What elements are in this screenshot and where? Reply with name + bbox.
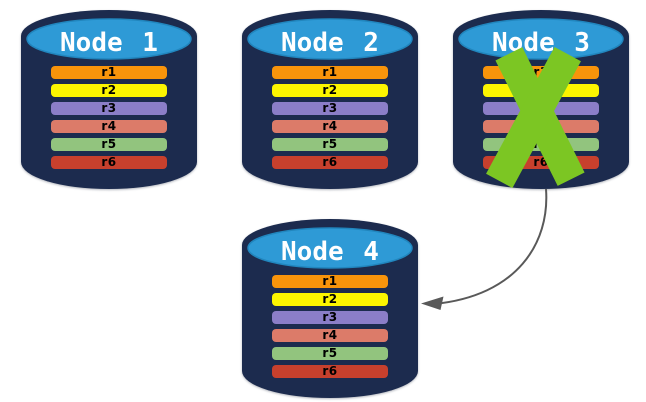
node-2-row-r6: r6 [272, 156, 388, 169]
node-1-title: Node 1 [60, 28, 158, 58]
node-2-title: Node 2 [281, 28, 379, 58]
node-4-rows: r1 r2 r3 r4 r5 r6 [272, 275, 388, 383]
failure-x-icon [486, 47, 585, 188]
node-2-row-r3: r3 [272, 102, 388, 115]
node-4: Node 4 r1 r2 r3 r4 r5 r6 [241, 214, 419, 402]
node-2-row-r4: r4 [272, 120, 388, 133]
node-1-row-r4: r4 [51, 120, 167, 133]
node-2-row-r2: r2 [272, 84, 388, 97]
node-2-row-r1: r1 [272, 66, 388, 79]
node-1-row-r5: r5 [51, 138, 167, 151]
node-1-rows: r1 r2 r3 r4 r5 r6 [51, 66, 167, 174]
node-2-row-r5: r5 [272, 138, 388, 151]
node-4-title: Node 4 [281, 237, 379, 267]
node-4-row-r3: r3 [272, 311, 388, 324]
node-1-row-r6: r6 [51, 156, 167, 169]
node-4-row-r6: r6 [272, 365, 388, 378]
node-4-row-r2: r2 [272, 293, 388, 306]
node-1-row-r3: r3 [51, 102, 167, 115]
node-1: Node 1 r1 r2 r3 r4 r5 r6 [20, 5, 198, 193]
node-4-row-r5: r5 [272, 347, 388, 360]
failover-arrow [421, 188, 548, 310]
node-1-row-r2: r2 [51, 84, 167, 97]
node-1-row-r1: r1 [51, 66, 167, 79]
node-2: Node 2 r1 r2 r3 r4 r5 r6 [241, 5, 419, 193]
node-4-row-r1: r1 [272, 275, 388, 288]
node-4-row-r4: r4 [272, 329, 388, 342]
node-2-rows: r1 r2 r3 r4 r5 r6 [272, 66, 388, 174]
